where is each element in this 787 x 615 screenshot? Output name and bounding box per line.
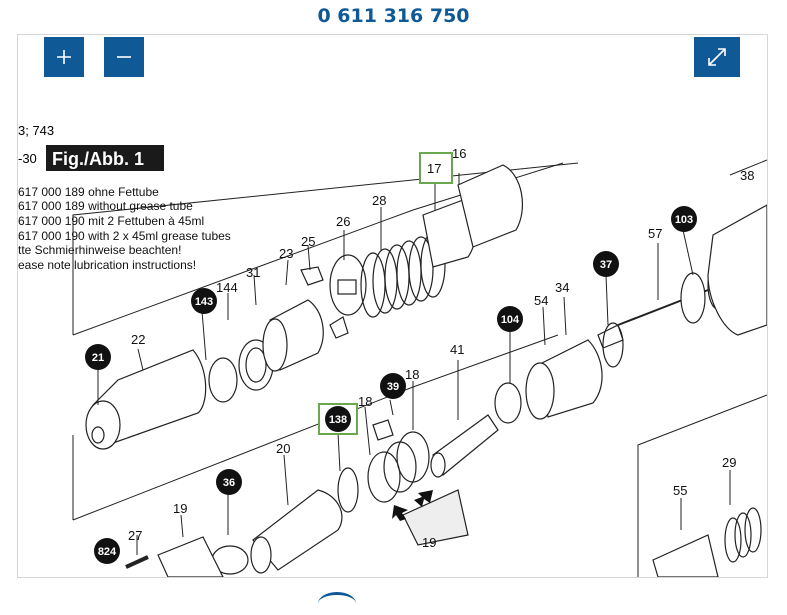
part-labels: 16 38 28 26 25 23 57 31 144 34 54 22 41 … [128,146,754,550]
part-label: 25 [301,234,315,249]
part-label: 41 [450,342,464,357]
part-label: 23 [279,246,293,261]
note-4: 617 000 190 with 2 x 45ml grease tubes [18,229,231,243]
note-2: 617 000 189 without grease tube [18,199,193,213]
part-badge-label: 37 [600,259,612,271]
part-21-nose [85,400,121,450]
part-badges: 103 37 143 104 21 39 36 824 [85,206,697,564]
part-28-spring [360,232,446,318]
note-6: ease note lubrication instructions! [18,258,196,272]
part-badge-label: 143 [195,296,213,308]
part-label: 31 [246,265,260,280]
part-badge-label: 39 [387,381,399,393]
fullscreen-button[interactable] [694,37,740,77]
part-18-ring-b [383,441,417,493]
part-27-screw [125,555,149,569]
part-label: 16 [452,146,466,161]
part-label: 29 [722,455,736,470]
part-badge-label: 104 [501,314,520,326]
part-label: 57 [648,226,662,241]
part-label: 18 [358,394,372,409]
part-badge-label: 824 [98,546,117,558]
expand-icon [708,48,726,66]
minus-icon [117,56,131,58]
part-label: 54 [534,293,548,308]
part-label: 20 [276,441,290,456]
part-25-clip [300,266,324,286]
part-38-housing [707,204,767,336]
header-line-2: -30 [18,151,37,166]
part-label: 28 [372,193,386,208]
part-16-sleeve [457,164,523,248]
part-label: 144 [216,280,238,295]
part-badge-label: 21 [92,352,104,364]
part-label: 27 [128,528,142,543]
part-label-highlight: 17 [427,161,441,176]
fig-label-box: Fig./Abb. 1 [46,145,164,171]
part-label: 19 [422,535,436,550]
part-104-ring [494,382,522,424]
part-20-holder [252,489,343,571]
part-138-ring [337,467,359,513]
plus-icon [57,50,71,64]
zoom-in-button[interactable] [44,37,84,77]
part-39-clip [372,419,394,441]
part-37-ring [602,322,624,368]
arrow-icon [392,505,408,521]
part-144-ring [208,357,238,403]
note-5: tte Schmierhinweise beachten! [18,243,181,257]
part-label: 38 [740,168,754,183]
part-label: 34 [555,280,569,295]
part-55-sleeve [652,534,719,577]
part-badge-label: 103 [675,214,693,226]
exploded-view-diagram: 3; 743 -30 Fig./Abb. 1 617 000 189 ohne … [18,123,767,577]
highlighted-parts: 17 138 [318,152,453,435]
part-badge-label: 36 [223,477,235,489]
note-1: 617 000 189 ohne Fettube [18,185,159,199]
part-label: 55 [673,483,687,498]
panel-frame [72,159,767,577]
part-label: 26 [336,214,350,229]
scroll-indicator [318,592,356,615]
arrow-icon [414,490,433,507]
diagram-viewer[interactable]: 3; 743 -30 Fig./Abb. 1 617 000 189 ohne … [17,34,768,578]
part-29-spring [724,507,762,563]
header-line-1: 3; 743 [18,123,54,138]
note-3: 617 000 190 mit 2 Fettuben à 45ml [18,214,204,228]
part-19-detail [402,489,469,546]
part-18-ring-a [396,431,430,483]
fig-label: Fig./Abb. 1 [52,149,144,169]
part-label: 22 [131,332,145,347]
part-label: 18 [405,367,419,382]
part-label: 19 [173,501,187,516]
part-badge-label: 138 [329,414,347,426]
page-title: 0 611 316 750 [317,5,470,27]
part-19-bearing-plate [157,536,224,577]
zoom-out-button[interactable] [104,37,144,77]
leader-lines [97,173,731,555]
parts-drawing [85,164,767,577]
notes: 617 000 189 ohne Fettube 617 000 189 wit… [18,185,231,272]
